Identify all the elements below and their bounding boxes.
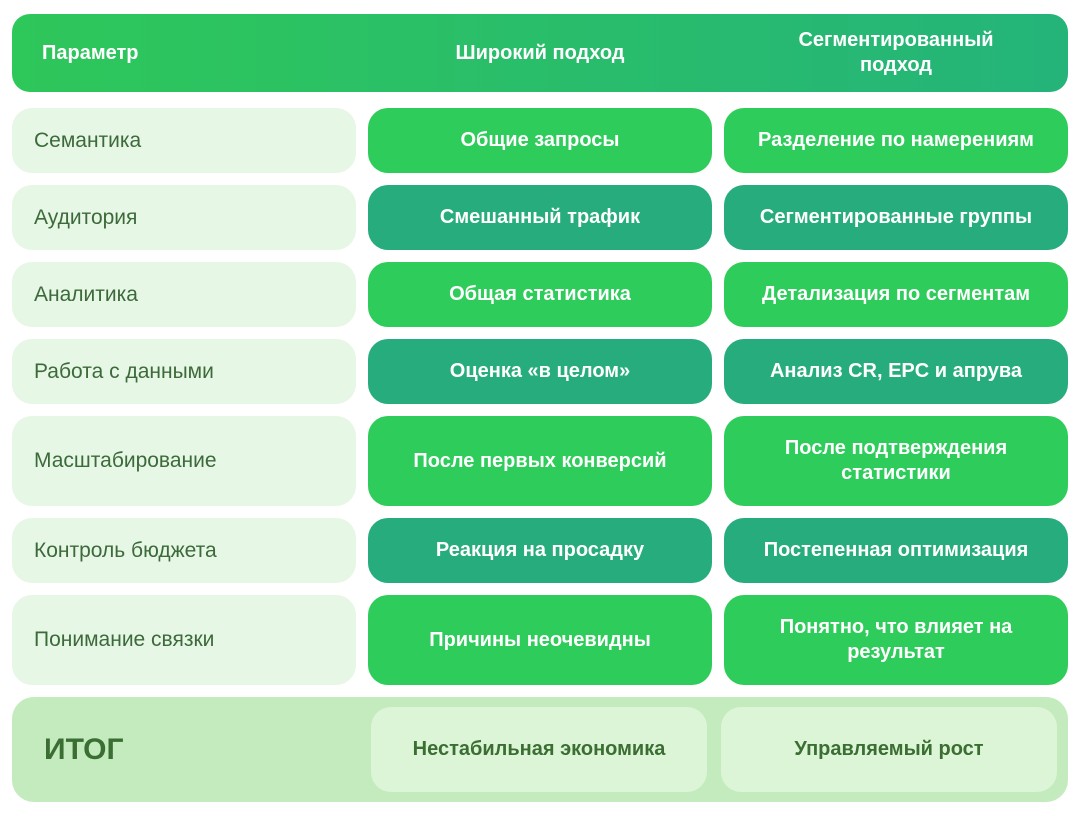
header-parameter: Параметр [42, 41, 139, 64]
segmented-cell: Анализ CR, EPC и апрува [724, 339, 1068, 404]
summary-row: ИТОГ Нестабильная экономика Управляемый … [12, 697, 1068, 802]
summary-segmented-cell: Управляемый рост [721, 707, 1057, 792]
table-row-semantics: Семантика Общие запросы Разделение по на… [12, 108, 1068, 173]
segmented-cell: Сегментированные группы [724, 185, 1068, 250]
param-cell: Контроль бюджета [12, 518, 356, 583]
segmented-cell-text: После подтверждения статистики [784, 437, 1008, 484]
table-header: Параметр Широкий подход Сегментированный… [12, 14, 1068, 92]
broad-cell: Общая статистика [368, 262, 712, 327]
segmented-cell: Разделение по намерениям [724, 108, 1068, 173]
summary-label: ИТОГ [44, 732, 124, 766]
param-cell: Семантика [12, 108, 356, 173]
summary-broad-cell: Нестабильная экономика [371, 707, 707, 792]
param-cell: Понимание связки [12, 595, 356, 685]
header-broad-approach: Широкий подход [455, 41, 625, 64]
header-segmented-approach: Сегментированный подход [724, 14, 1068, 92]
table-row-scaling: Масштабирование После первых конверсий П… [12, 416, 1068, 506]
table-row-audience: Аудитория Смешанный трафик Сегментирован… [12, 185, 1068, 250]
broad-cell: Общие запросы [368, 108, 712, 173]
broad-cell: Причины неочевидны [368, 595, 712, 685]
segmented-cell: После подтверждения статистики [724, 416, 1068, 506]
segmented-cell: Детализация по сегментам [724, 262, 1068, 327]
broad-cell: Реакция на просадку [368, 518, 712, 583]
header-segmented-label: Сегментированный подход [798, 29, 994, 76]
table-row-data-work: Работа с данными Оценка «в целом» Анализ… [12, 339, 1068, 404]
broad-cell: После первых конверсий [368, 416, 712, 506]
table-row-budget: Контроль бюджета Реакция на просадку Пос… [12, 518, 1068, 583]
param-cell: Аналитика [12, 262, 356, 327]
segmented-cell-text: Понятно, что влияет на результат [779, 616, 1013, 663]
param-cell: Аудитория [12, 185, 356, 250]
broad-cell: Смешанный трафик [368, 185, 712, 250]
param-cell: Масштабирование [12, 416, 356, 506]
segmented-cell: Понятно, что влияет на результат [724, 595, 1068, 685]
table-row-analytics: Аналитика Общая статистика Детализация п… [12, 262, 1068, 327]
param-cell: Работа с данными [12, 339, 356, 404]
segmented-cell: Постепенная оптимизация [724, 518, 1068, 583]
table-row-bundle: Понимание связки Причины неочевидны Поня… [12, 595, 1068, 685]
broad-cell: Оценка «в целом» [368, 339, 712, 404]
